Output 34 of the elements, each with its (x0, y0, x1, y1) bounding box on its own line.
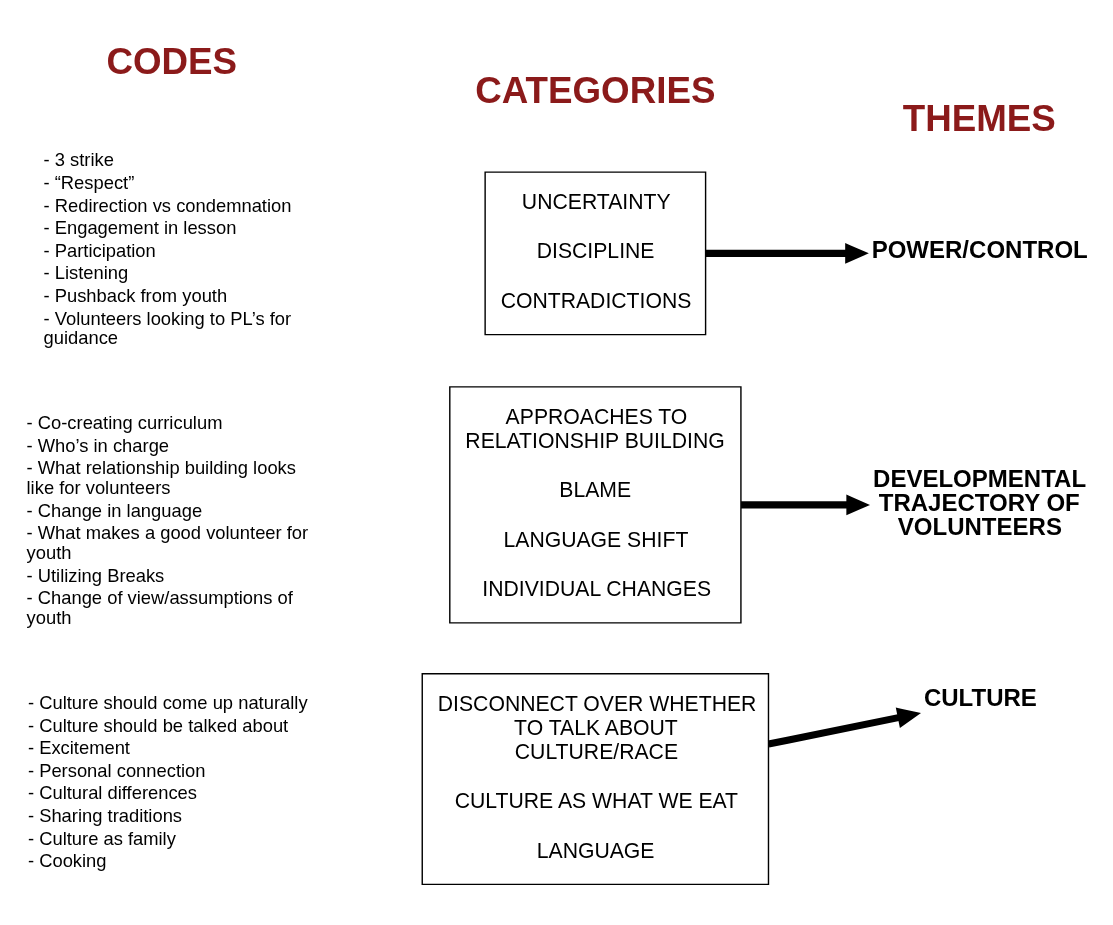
label: - What makes a good volunteer for youth (26, 522, 309, 564)
label: - Change of view/assumptions of youth (26, 587, 293, 629)
label: - Excitement (27, 737, 130, 759)
label: - Cooking (27, 850, 107, 872)
node-text: DEVELOPMENTAL TRAJECTORY OF VOLUNTEERS (873, 464, 1087, 540)
label: - Change in language (26, 499, 203, 521)
label: - Culture should come up naturally (27, 691, 308, 713)
label: - Volunteers looking to PL’s for guidance (43, 307, 292, 349)
label: - Pushback from youth (43, 284, 228, 306)
label: - Engagement in lesson (43, 217, 237, 239)
label: - Sharing traditions (27, 805, 183, 827)
arrow (705, 243, 869, 264)
arrow (767, 707, 922, 748)
label: - Who’s in charge (26, 434, 170, 456)
node-box: DISCONNECT OVER WHETHER TO TALK ABOUT CULTURE/RACE CULTURE AS WHAT WE EAT LANGUAGE (421, 673, 770, 886)
node-text: CULTURE (923, 683, 1037, 711)
label: - Co-creating curriculum (26, 412, 223, 434)
label: - “Respect” (43, 171, 135, 193)
label: CODES (106, 41, 238, 83)
label: - What relationship building looks like for volunteers (26, 457, 296, 499)
label: - Culture as family (27, 827, 176, 849)
node-text: POWER/CONTROL (871, 235, 1088, 263)
label: - Redirection vs condemnation (43, 194, 292, 216)
label: THEMES (902, 97, 1056, 139)
label: - Participation (43, 239, 156, 261)
node-box: UNCERTAINTY DISCIPLINE CONTRADICTIONS (484, 171, 707, 336)
label: - Listening (43, 262, 129, 284)
label: CATEGORIES (475, 69, 716, 111)
label: - Personal connection (27, 759, 206, 781)
label: - Cultural differences (27, 782, 198, 804)
node-box: APPROACHES TO RELATIONSHIP BUILDING BLAME LANGUAGE SHIFT INDIVIDUAL CHANGES (449, 386, 742, 624)
label: - Culture should be talked about (27, 714, 289, 736)
label: - Utilizing Breaks (26, 564, 165, 586)
label: - 3 strike (43, 149, 114, 171)
